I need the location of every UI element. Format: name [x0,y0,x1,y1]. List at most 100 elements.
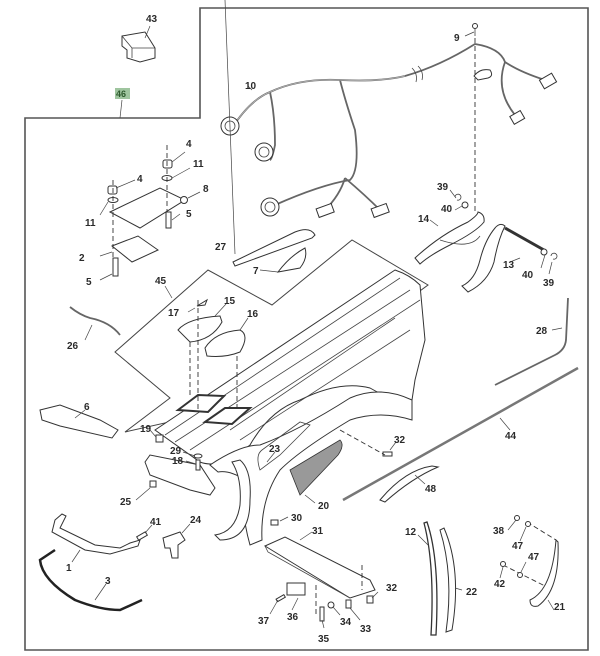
part-44-rod[interactable] [342,366,579,502]
callout-28[interactable]: 28 [536,326,548,337]
part-18-bolt[interactable] [195,459,201,471]
callout-17[interactable]: 17 [168,308,180,319]
part-26-cable[interactable] [69,306,121,336]
part-37-screw[interactable] [275,593,287,603]
part-17-clip[interactable] [196,298,209,307]
callout-11-left[interactable]: 11 [85,218,96,229]
callout-6[interactable]: 6 [84,402,90,413]
callout-23[interactable]: 23 [269,444,281,455]
part-34-nut[interactable] [327,601,335,609]
part-7-lens[interactable] [276,247,307,273]
callout-16[interactable]: 16 [247,309,259,320]
part-3-trim[interactable] [38,548,143,612]
hood-body[interactable] [154,269,426,465]
part-14-support-arm[interactable] [414,211,506,293]
part-32-bolt-upper[interactable] [382,451,393,457]
callout-26[interactable]: 26 [67,341,79,352]
callout-13[interactable]: 13 [503,260,515,271]
callout-10[interactable]: 10 [245,81,257,92]
part-10-wiring-harness[interactable] [220,43,558,219]
callout-1[interactable]: 1 [66,563,72,574]
callout-3[interactable]: 3 [105,576,111,587]
part-24-bracket[interactable] [162,531,186,559]
part-5-bolt-lower[interactable] [112,257,119,277]
callout-37[interactable]: 37 [258,616,270,627]
part-5-bolt-right[interactable] [165,211,172,229]
callout-22[interactable]: 22 [466,587,478,598]
part-35-bolt[interactable] [319,606,325,622]
callout-36[interactable]: 36 [287,612,299,623]
part-28-rod[interactable] [494,297,569,386]
callout-19[interactable]: 19 [140,424,152,435]
part-1-bumper[interactable] [51,513,141,555]
callout-7[interactable]: 7 [253,266,259,277]
part-38-screw[interactable] [514,515,520,521]
callout-12[interactable]: 12 [405,527,417,538]
callout-45[interactable]: 45 [155,276,167,287]
callout-27[interactable]: 27 [215,242,227,253]
callout-44[interactable]: 44 [505,431,517,442]
callout-21[interactable]: 21 [554,602,566,613]
callout-42[interactable]: 42 [494,579,506,590]
part-22-trim[interactable] [439,527,457,633]
part-15-lens[interactable] [177,315,223,343]
callout-18[interactable]: 18 [172,456,184,467]
part-43-bracket[interactable] [121,31,156,63]
part-2-plate[interactable] [111,235,159,263]
callout-39-lower[interactable]: 39 [543,278,555,289]
callout-47-lower[interactable]: 47 [528,552,540,563]
callout-9[interactable]: 9 [454,33,460,44]
part-4-nut-upper[interactable] [162,159,173,169]
callout-40-upper[interactable]: 40 [441,204,453,215]
callout-8[interactable]: 8 [203,184,209,195]
callout-2[interactable]: 2 [79,253,85,264]
callout-5-lower[interactable]: 5 [86,277,92,288]
part-9-screw[interactable] [472,23,478,37]
part-25-bolt[interactable] [149,480,157,488]
callout-25[interactable]: 25 [120,497,132,508]
part-21-trim[interactable] [529,538,559,607]
callout-43[interactable]: 43 [146,14,158,25]
part-32-bolt-lower[interactable] [366,595,374,604]
part-40-washer-upper[interactable] [461,201,469,209]
part-47-washer-upper[interactable] [525,521,531,527]
callout-39-upper[interactable]: 39 [437,182,449,193]
callout-34[interactable]: 34 [340,617,352,628]
callout-31[interactable]: 31 [312,526,324,537]
callout-4-upper[interactable]: 4 [186,139,192,150]
callout-5-right[interactable]: 5 [186,209,192,220]
callout-41[interactable]: 41 [150,517,162,528]
fender[interactable] [209,391,413,546]
callout-4-left[interactable]: 4 [137,174,143,185]
part-23-panel[interactable] [257,421,311,471]
part-20-grille[interactable] [289,439,343,496]
part-19-nut[interactable] [155,434,164,443]
part-33-bolt[interactable] [345,599,352,609]
part-36-switch[interactable] [286,582,306,596]
part-29-washer[interactable] [193,453,203,459]
callout-48[interactable]: 48 [425,484,437,495]
callout-32-lower[interactable]: 32 [386,583,398,594]
part-30-bolt[interactable] [270,519,279,526]
part-12-trim[interactable] [423,521,438,636]
callout-24[interactable]: 24 [190,515,202,526]
part-13-rod[interactable] [504,226,545,252]
callout-47-upper[interactable]: 47 [512,541,524,552]
callout-40-lower[interactable]: 40 [522,270,534,281]
part-31-plate[interactable] [263,536,376,599]
callout-32-upper[interactable]: 32 [394,435,406,446]
callout-14[interactable]: 14 [418,214,430,225]
callout-11-upper[interactable]: 11 [193,159,204,170]
part-40-washer-lower[interactable] [540,248,548,256]
part-39-clip-upper[interactable] [454,193,462,201]
callout-46[interactable]: 46 [116,89,126,99]
callout-20[interactable]: 20 [318,501,330,512]
part-4-nut-left[interactable] [107,185,118,195]
callout-15[interactable]: 15 [224,296,236,307]
part-41-bolt[interactable] [135,531,149,541]
part-16-lens[interactable] [204,329,246,357]
part-27-trim[interactable] [232,229,316,267]
callout-38[interactable]: 38 [493,526,505,537]
callout-30[interactable]: 30 [291,513,303,524]
part-39-clip-lower[interactable] [550,252,558,260]
